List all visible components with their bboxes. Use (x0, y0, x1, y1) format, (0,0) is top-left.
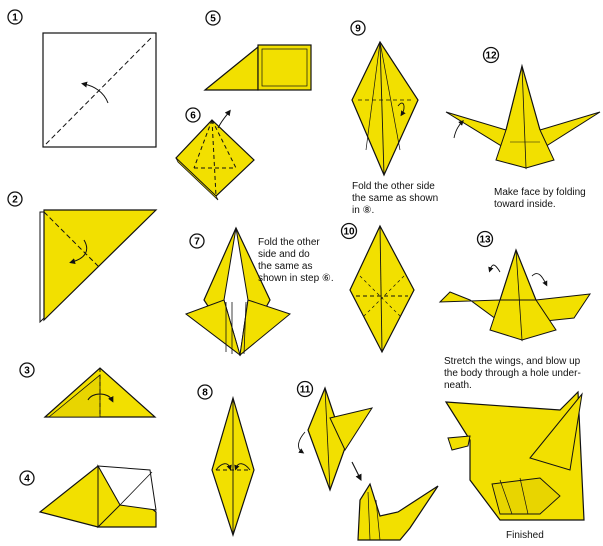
step-12-caption: Make face by folding toward inside. (494, 187, 600, 211)
step-13-caption: Stretch the wings, and blow up the body … (444, 356, 600, 392)
finished-crane-diagram (444, 390, 585, 521)
step-11-diagram (298, 386, 439, 541)
svg-text:7: 7 (194, 237, 200, 248)
step-13-caption-line-2: the body through a hole under- (444, 368, 581, 379)
svg-text:4: 4 (24, 474, 30, 485)
step-7-caption-line-4: shown in step ⑥. (258, 273, 334, 284)
step-2-diagram (39, 209, 158, 324)
step-number-13: 13 (476, 230, 494, 248)
svg-text:13: 13 (479, 235, 491, 246)
step-number-12: 12 (482, 46, 500, 64)
step-number-7: 7 (189, 233, 205, 249)
step-4-diagram (38, 464, 157, 529)
step-9-caption-line-1: Fold the other side (352, 181, 435, 192)
svg-text:9: 9 (355, 24, 361, 35)
step-7-caption-line-1: Fold the other (258, 237, 320, 248)
step-9-caption-line-3: in ⑧. (352, 205, 375, 216)
svg-text:2: 2 (12, 195, 18, 206)
step-9-caption: Fold the other side the same as shown in… (352, 181, 462, 217)
step-8-diagram (211, 395, 255, 537)
finished-caption: Finished (506, 530, 544, 541)
step-number-9: 9 (350, 20, 366, 36)
step-7-caption-line-3: the same as (258, 261, 313, 272)
svg-text:3: 3 (24, 366, 30, 377)
step-12-diagram (445, 63, 601, 170)
step-9-caption-line-2: the same as shown (352, 193, 439, 204)
step-number-8: 8 (197, 384, 213, 400)
svg-text:6: 6 (190, 111, 196, 122)
step-5-diagram (203, 44, 312, 91)
step-9-diagram (351, 40, 419, 177)
step-12-caption-line-2: toward inside. (494, 199, 556, 210)
step-3-diagram (43, 367, 157, 418)
step-number-1: 1 (7, 9, 23, 25)
step-7-caption: Fold the other side and do the same as s… (258, 237, 348, 285)
svg-text:5: 5 (210, 14, 216, 25)
step-7-caption-line-2: side and do (258, 249, 310, 260)
step-10-diagram (349, 224, 415, 354)
step-13-diagram (438, 248, 592, 342)
svg-text:11: 11 (300, 385, 311, 396)
svg-text:8: 8 (202, 388, 208, 399)
step-12-caption-line-1: Make face by folding (494, 187, 586, 198)
step-number-4: 4 (19, 470, 35, 486)
svg-text:12: 12 (485, 51, 497, 62)
svg-text:1: 1 (12, 13, 18, 24)
step-number-6: 6 (185, 107, 201, 123)
step-6-diagram (175, 109, 255, 201)
step-13-caption-line-1: Stretch the wings, and blow up (444, 356, 581, 367)
step-number-10: 10 (340, 222, 358, 240)
step-13-caption-line-3: neath. (444, 380, 472, 391)
step-7-diagram (184, 226, 292, 357)
step-number-5: 5 (205, 10, 221, 26)
step-number-2: 2 (7, 191, 23, 207)
step-number-11: 11 (296, 380, 314, 398)
step-1-diagram (42, 32, 157, 148)
step-number-3: 3 (19, 362, 35, 378)
svg-text:10: 10 (343, 227, 355, 238)
